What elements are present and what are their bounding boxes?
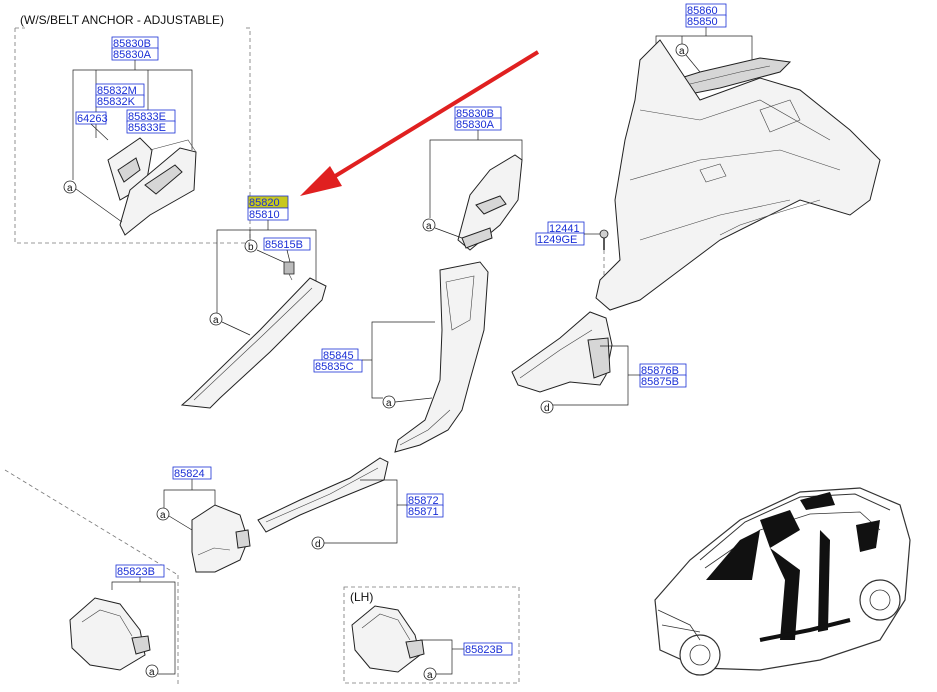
center-pillar-upper-group: 85830B 85830A a — [422, 106, 523, 251]
part-number-85823B-left[interactable]: 85823B — [117, 566, 155, 578]
rear-scuff-trim — [511, 311, 613, 393]
part-number-85820[interactable]: 85820 — [249, 197, 280, 209]
part-number-85830A[interactable]: 85830A — [113, 49, 152, 61]
center-pillar-lower-trim — [394, 261, 489, 453]
front-pillar-trim — [180, 277, 327, 409]
callout-a: a — [427, 670, 433, 681]
bracket-left — [69, 597, 146, 671]
lh-label: (LH) — [350, 590, 373, 604]
lh-inset: (LH) 85823B a — [343, 586, 520, 684]
luggage-side-trim — [595, 39, 881, 311]
callout-a: a — [679, 46, 685, 57]
part-number-85875B[interactable]: 85875B — [641, 376, 679, 388]
rear-scuff-group: 85876B 85875B d — [511, 311, 687, 414]
part-number-85833E-a[interactable]: 85833E — [128, 111, 166, 123]
part-number-85815B[interactable]: 85815B — [265, 239, 303, 251]
part-number-85823B-right[interactable]: 85823B — [465, 644, 503, 656]
belt-anchor-inset: (W/S/BELT ANCHOR - ADJUSTABLE) 85830B 85… — [14, 13, 251, 244]
callout-a: a — [386, 398, 392, 409]
part-number-12441[interactable]: 12441 — [549, 223, 580, 235]
part-number-85872[interactable]: 85872 — [408, 495, 439, 507]
pillar-clip — [283, 261, 295, 275]
callout-a: a — [149, 667, 155, 678]
part-number-85832M[interactable]: 85832M — [97, 85, 137, 97]
callout-a: a — [426, 221, 432, 232]
front-kick-trim — [191, 504, 249, 573]
part-number-85871[interactable]: 85871 — [408, 506, 439, 518]
callout-a: a — [213, 315, 219, 326]
part-number-85830A-mid[interactable]: 85830A — [456, 119, 495, 131]
callout-a: a — [67, 183, 73, 194]
front-scuff-group: 85872 85871 d — [257, 457, 444, 550]
part-number-85833E-b[interactable]: 85833E — [128, 122, 166, 134]
screw-group: 12441 1249GE — [535, 221, 609, 300]
inset-title: (W/S/BELT ANCHOR - ADJUSTABLE) — [20, 13, 224, 27]
part-number-64263[interactable]: 64263 — [77, 113, 108, 125]
screw-head — [599, 229, 609, 239]
part-number-85824[interactable]: 85824 — [174, 468, 205, 480]
front-scuff-trim — [257, 457, 389, 533]
part-number-85835C[interactable]: 85835C — [315, 361, 354, 373]
part-number-85832K[interactable]: 85832K — [97, 96, 136, 108]
rear-quarter-group: 85860 85850 a c — [595, 3, 881, 311]
part-number-85845[interactable]: 85845 — [323, 350, 354, 362]
red-pointer-arrow — [300, 50, 540, 196]
front-pillar-group: 85820 85810 b 85815B a — [180, 195, 327, 409]
part-number-1249GE[interactable]: 1249GE — [537, 234, 577, 246]
lower-left-inset: 85823B a — [4, 469, 179, 687]
part-number-85810[interactable]: 85810 — [249, 209, 280, 221]
part-number-85876B[interactable]: 85876B — [641, 365, 679, 377]
part-number-85830B[interactable]: 85830B — [113, 38, 151, 50]
callout-b: b — [248, 242, 254, 253]
vehicle-locator-thumbnail — [654, 487, 911, 676]
front-kick-group: 85824 a — [156, 466, 251, 573]
part-number-85860[interactable]: 85860 — [687, 5, 718, 17]
callout-d: d — [544, 403, 550, 414]
callout-d: d — [315, 539, 321, 550]
center-pillar-lower-group: 85845 85835C a — [313, 261, 489, 453]
callout-a: a — [160, 510, 166, 521]
part-number-85830B-mid[interactable]: 85830B — [456, 108, 494, 120]
part-number-85850[interactable]: 85850 — [687, 16, 718, 28]
